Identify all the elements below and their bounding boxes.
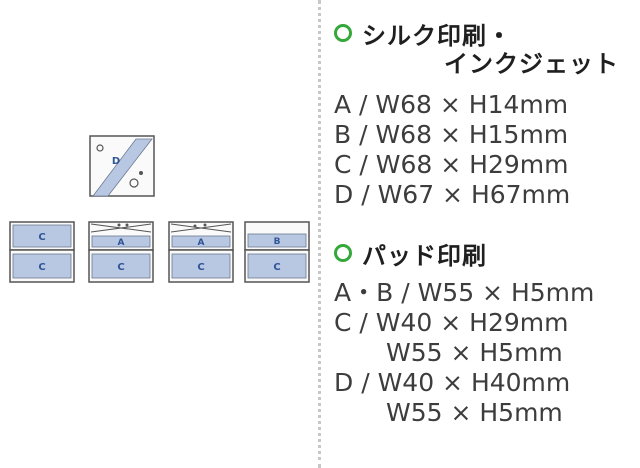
size-row: D / W67 × H67mm bbox=[334, 180, 571, 209]
circle-bullet-icon bbox=[334, 244, 352, 262]
print-area-d bbox=[92, 138, 153, 197]
pad-size-list: A・B / W55 × H5mm C / W40 × H29mm W55 × H… bbox=[334, 278, 594, 428]
size-row: W55 × H5mm bbox=[386, 398, 563, 427]
side-view-1: C C bbox=[9, 221, 75, 283]
label-c: C bbox=[273, 262, 280, 273]
label-b: B bbox=[274, 237, 281, 247]
side-view-4: B C bbox=[244, 221, 310, 283]
label-c: C bbox=[117, 262, 124, 273]
size-row: C / W68 × H29mm bbox=[334, 150, 569, 179]
label-c: C bbox=[38, 232, 45, 243]
label-c: C bbox=[38, 262, 45, 273]
label-d: D bbox=[112, 156, 120, 167]
silk-size-list: A / W68 × H14mm B / W68 × H15mm C / W68 … bbox=[334, 90, 570, 210]
size-row: A / W68 × H14mm bbox=[334, 90, 569, 119]
top-view-d: D bbox=[89, 135, 155, 197]
size-row: W55 × H5mm bbox=[386, 338, 563, 367]
label-a: A bbox=[118, 238, 125, 248]
label-a: A bbox=[198, 238, 205, 248]
circle-bullet-icon bbox=[334, 24, 352, 42]
side-view-2: A C bbox=[88, 221, 154, 283]
pad-title: パッド印刷 bbox=[362, 242, 487, 270]
label-c: C bbox=[197, 262, 204, 273]
size-row: D / W40 × H40mm bbox=[334, 368, 571, 397]
size-row: B / W68 × H15mm bbox=[334, 120, 569, 149]
size-row: C / W40 × H29mm bbox=[334, 308, 569, 337]
silk-title-line1: シルク印刷・ bbox=[362, 22, 512, 50]
dotted-divider bbox=[318, 0, 321, 468]
size-row: A・B / W55 × H5mm bbox=[334, 278, 595, 307]
side-view-3: A C bbox=[168, 221, 234, 283]
product-print-area-diagram: D C C A C A C B bbox=[9, 135, 310, 283]
silk-title-line2: インクジェット bbox=[444, 50, 619, 78]
